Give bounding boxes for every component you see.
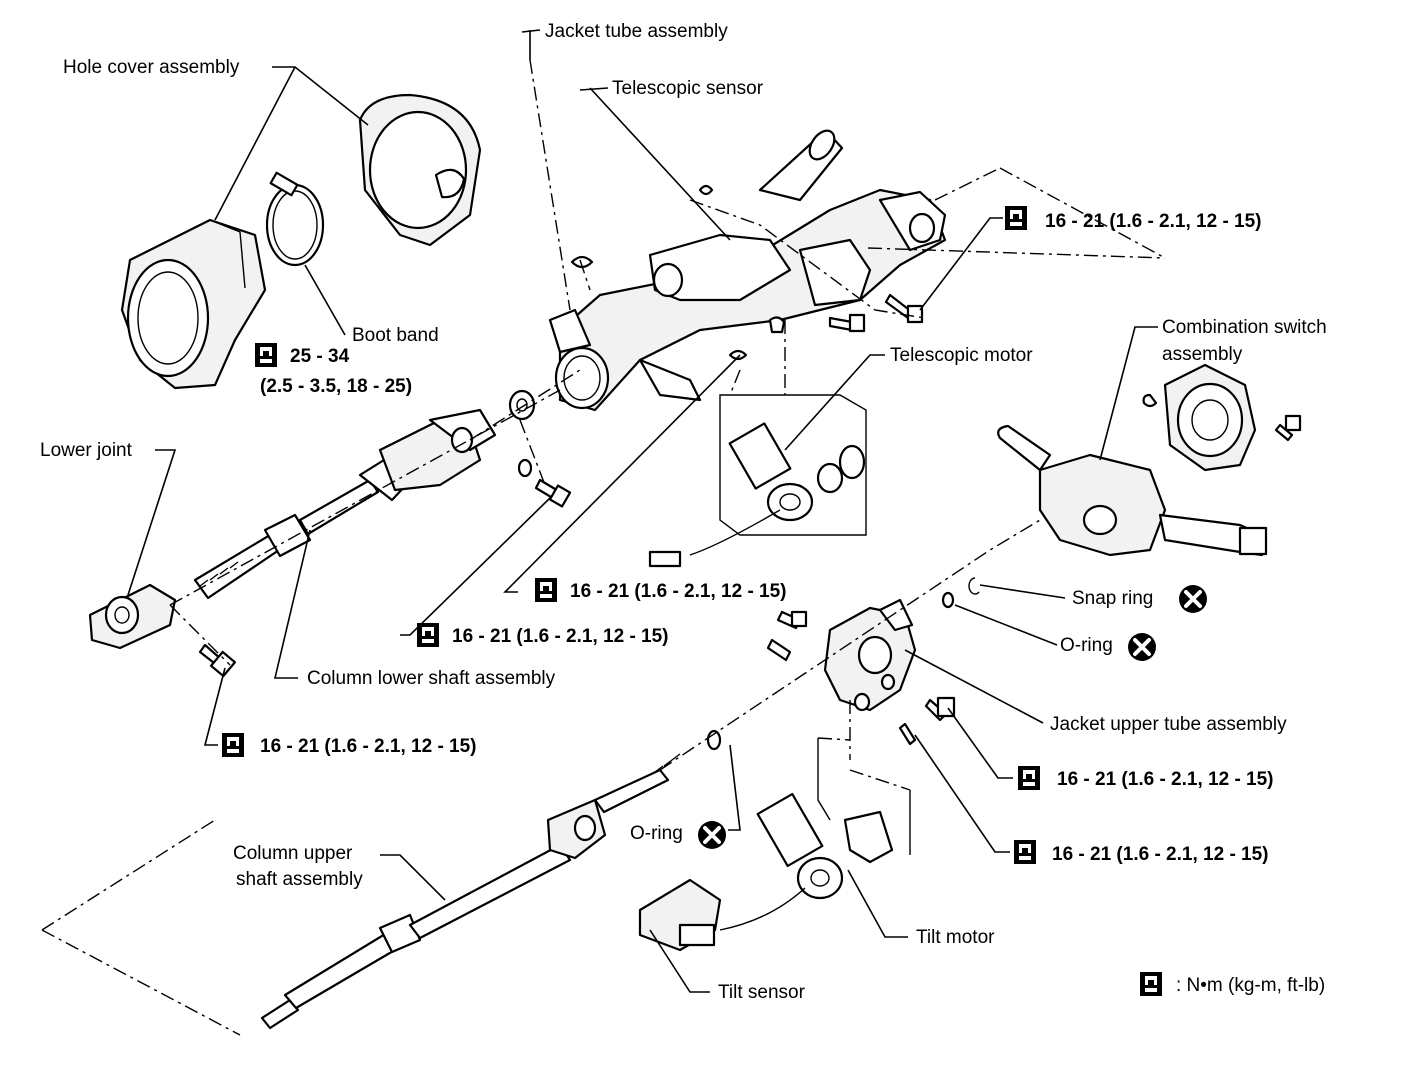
label-jacket-tube: Jacket tube assembly [545,21,728,42]
label-column-upper-shaft: Column upper [233,843,353,864]
center-lines [41,59,1166,1036]
boot-band-part [265,171,325,267]
units-legend-text: : N•m (kg-m, ft-lb) [1176,975,1325,996]
tilt-sensor-part [638,878,806,952]
column-lower-shaft-part [193,408,497,600]
nut-washer-part [508,389,572,508]
label-snap-ring: Snap ring [1072,588,1153,609]
label-jacket-upper-tube: Jacket upper tube assembly [1050,714,1287,735]
units-legend: : N•m (kg-m, ft-lb) [1140,972,1325,996]
parts-illustration [88,93,1302,1030]
jacket-upper-tube-part [766,598,956,746]
part-labels: Jacket tube assembly Telescopic sensor H… [40,21,1327,1003]
label-lower-joint: Lower joint [40,440,133,461]
torque-wrench-icon [1014,840,1036,864]
label-telescopic-sensor: Telescopic sensor [612,78,764,99]
label-combination-switch: Combination switch [1162,317,1327,338]
leader-lines [127,29,1158,993]
snap-ring-part [968,577,980,595]
do-not-reuse-icon [1126,631,1158,663]
do-not-reuse-icon [696,819,728,851]
torque-wrench-icon [417,623,439,647]
torque-boot-band-2: (2.5 - 3.5, 18 - 25) [260,376,412,397]
telescopic-motor-part [648,394,867,568]
torque-boot-band: 25 - 34 [290,346,350,367]
torque-wrench-icon [1140,972,1162,996]
jacket-tube-part [548,129,947,412]
label-combination-switch-2: assembly [1162,344,1243,365]
torque-lower-joint: 16 - 21 (1.6 - 2.1, 12 - 15) [260,736,477,757]
tilt-motor-part [756,738,911,900]
torque-right-1: 16 - 21 (1.6 - 2.1, 12 - 15) [1057,769,1274,790]
label-o-ring-right: O-ring [1060,635,1113,656]
do-not-reuse-icon [1177,583,1209,615]
label-column-upper-shaft-2: shaft assembly [236,869,363,890]
torque-center-1: 16 - 21 (1.6 - 2.1, 12 - 15) [570,581,787,602]
combination-switch-part [997,363,1302,557]
torque-top-right: 16 - 21 (1.6 - 2.1, 12 - 15) [1045,211,1262,232]
label-boot-band: Boot band [352,325,439,346]
hole-cover-upper-part [358,93,482,247]
lower-joint-part [88,583,237,678]
torque-specs: 16 - 21 (1.6 - 2.1, 12 - 15) 25 - 34 (2.… [222,206,1274,865]
torque-wrench-icon [1005,206,1027,230]
torque-center-2: 16 - 21 (1.6 - 2.1, 12 - 15) [452,626,669,647]
label-tilt-motor: Tilt motor [916,927,995,948]
torque-wrench-icon [222,733,244,757]
torque-wrench-icon [1018,766,1040,790]
torque-wrench-icon [255,343,277,367]
label-telescopic-motor: Telescopic motor [890,345,1033,366]
label-column-lower-shaft: Column lower shaft assembly [307,668,556,689]
jacket-bolts [828,293,924,333]
torque-wrench-icon [535,578,557,602]
label-o-ring-left: O-ring [630,823,683,844]
label-tilt-sensor: Tilt sensor [718,982,806,1003]
o-ring-right-part [941,591,955,609]
label-hole-cover: Hole cover assembly [63,57,240,78]
torque-right-2: 16 - 21 (1.6 - 2.1, 12 - 15) [1052,844,1269,865]
column-upper-shaft-part [260,753,681,1030]
hole-cover-lower-part [120,218,267,390]
